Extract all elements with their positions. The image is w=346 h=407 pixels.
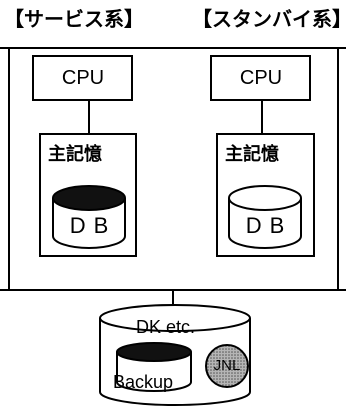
standby-system	[210, 55, 315, 257]
standby-cpu-box	[210, 55, 311, 101]
storage-cylinder-top	[99, 304, 251, 332]
journal-circle	[205, 344, 249, 388]
service-db-cylinder	[52, 185, 126, 249]
service-system	[32, 55, 137, 257]
shared-storage	[99, 304, 251, 406]
standby-db-cylinder	[228, 185, 302, 249]
service-cpu-box	[32, 55, 133, 101]
backup-disk	[116, 342, 192, 392]
standby-db-top	[228, 185, 302, 211]
service-db-top	[52, 185, 126, 211]
service-system-heading: 【サービス系】	[4, 7, 144, 31]
backup-disk-top	[116, 342, 192, 362]
standby-system-heading: 【スタンバイ系】	[192, 7, 346, 31]
